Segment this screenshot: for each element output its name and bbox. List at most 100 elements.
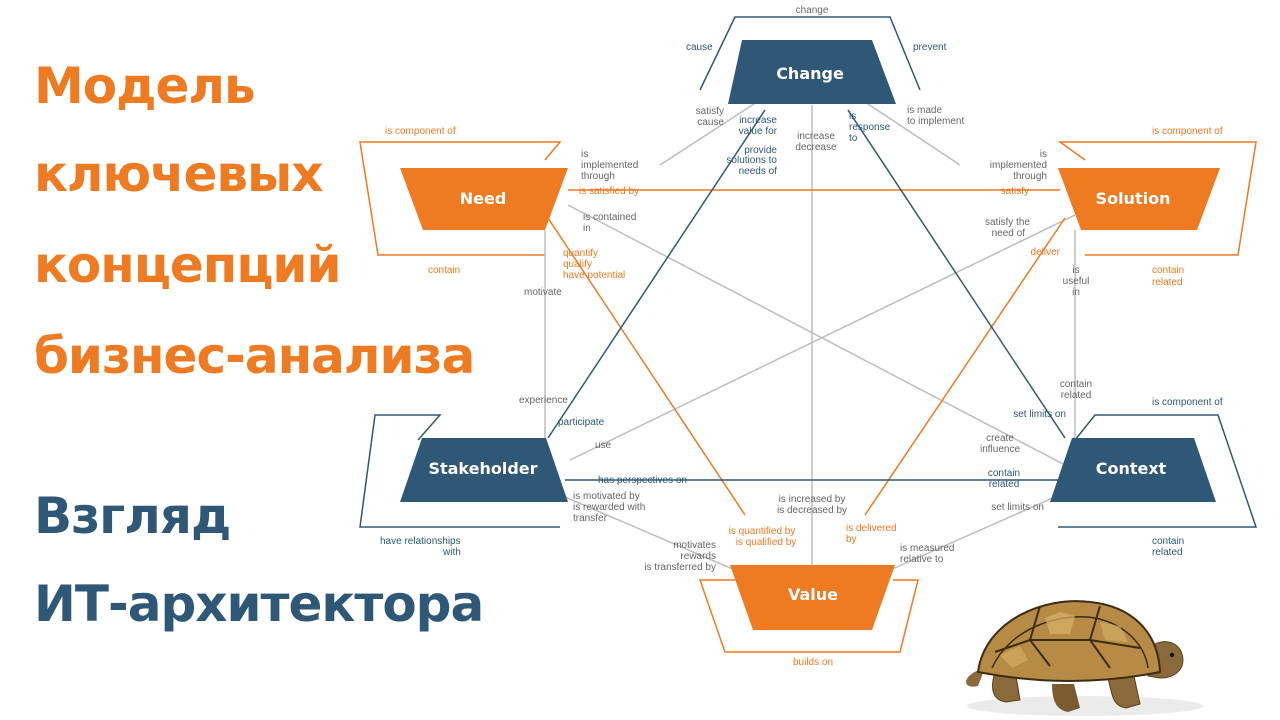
label-have-potential: have potential: [563, 270, 625, 281]
label-solution-related: related: [1152, 277, 1183, 288]
label-set-limits-top: set limits on: [1013, 409, 1066, 420]
label-useful: useful: [1063, 276, 1090, 287]
node-context[interactable]: Context: [1050, 438, 1216, 502]
line-context-value: [889, 496, 1056, 571]
node-need[interactable]: Need: [400, 168, 568, 230]
line-change-context: [847, 109, 1066, 439]
title-line-4: бизнес-анализа: [34, 327, 475, 385]
label-motivates: motivates: [673, 540, 716, 551]
label-value-builds: builds on: [793, 657, 833, 668]
line-change-need: [659, 99, 761, 166]
label-sol-through: through: [1013, 171, 1047, 182]
node-solution-label: Solution: [1096, 189, 1171, 208]
label-increase-2: increase: [797, 131, 835, 142]
node-change-label: Change: [776, 64, 844, 83]
label-is-measured: is measured: [900, 543, 954, 554]
relation-lines: [544, 99, 1076, 571]
label-useful-in: in: [1072, 287, 1080, 298]
label-create: create: [986, 433, 1014, 444]
label-is-decreased: is decreased by: [777, 505, 847, 516]
label-is-satisfied-by: is satisfied by: [579, 186, 639, 197]
title-line-2: ключевых: [34, 145, 324, 203]
label-is-increased: is increased by: [779, 494, 846, 505]
label-decrease: decrease: [795, 142, 837, 153]
label-ctx-contain: contain: [988, 468, 1020, 479]
label-satisfy-the: satisfy the: [985, 217, 1030, 228]
label-experience: experience: [519, 395, 568, 406]
label-need-is: is: [581, 149, 588, 160]
line-change-stakeholder: [547, 109, 766, 439]
node-value-label: Value: [788, 585, 838, 604]
label-to-implement: to implement: [907, 116, 964, 127]
label-has-perspectives: has perspectives on: [598, 475, 687, 486]
label-qualify: qualify: [563, 259, 592, 270]
label-influence: influence: [980, 444, 1020, 455]
node-value[interactable]: Value: [730, 565, 895, 630]
label-is-made: is made: [907, 105, 942, 116]
self-loop-labels: change cause prevent is component of con…: [380, 5, 1223, 668]
label-need-of: need of: [992, 228, 1026, 239]
label-is-transferred: is transferred by: [644, 562, 716, 573]
label-is-quantified: is quantified by: [729, 526, 796, 537]
label-is-motivated: is motivated by: [573, 491, 640, 502]
node-change[interactable]: Change: [728, 40, 896, 104]
label-is-delivered: is delivered: [846, 523, 897, 534]
subtitle-line-1: Взгляд: [34, 487, 231, 545]
stakeholder-self-loop: [359, 414, 560, 528]
label-quantify: quantify: [563, 248, 598, 259]
title-line-1: Модель: [34, 57, 256, 115]
relation-labels: satisfy cause increase value for provide…: [519, 105, 1092, 573]
label-cause-2: cause: [697, 117, 724, 128]
self-loops: [359, 16, 1258, 653]
label-provide: provide: [744, 145, 777, 156]
label-stakeholder-with: with: [442, 547, 461, 558]
label-transfer: transfer: [573, 513, 608, 524]
change-self-loop: [699, 16, 921, 91]
label-motivate: motivate: [524, 287, 562, 298]
line-stakeholder-value: [564, 496, 736, 571]
node-context-label: Context: [1096, 459, 1167, 478]
need-self-loop: [359, 141, 562, 256]
label-change-top: change: [796, 5, 829, 16]
line-solution-stakeholder: [569, 214, 1076, 461]
label-sol-is: is: [1040, 149, 1047, 160]
label-value-for: value for: [739, 126, 778, 137]
line-solution-value: [864, 217, 1066, 516]
label-solution-contain: contain: [1152, 265, 1184, 276]
node-stakeholder[interactable]: Stakeholder: [400, 438, 568, 502]
label-contain-2: contain: [1060, 379, 1092, 390]
label-to: to: [849, 133, 858, 144]
label-prevent: prevent: [913, 42, 947, 53]
label-sol-implemented: implemented: [990, 160, 1047, 171]
label-participate: participate: [558, 417, 605, 428]
tortoise-image: [966, 600, 1203, 716]
context-self-loop: [1058, 414, 1258, 528]
label-ctx-related: related: [989, 479, 1020, 490]
label-in: in: [583, 223, 591, 234]
node-stakeholder-label: Stakeholder: [428, 459, 537, 478]
label-is: is: [849, 111, 856, 122]
label-is-contained: is contained: [583, 212, 636, 223]
label-is-qualified: is qualified by: [736, 537, 797, 548]
line-need-value: [547, 217, 746, 516]
label-needs-of: needs of: [739, 166, 778, 177]
label-relative-to: relative to: [900, 554, 944, 565]
label-useful-is: is: [1072, 265, 1079, 276]
line-need-context: [567, 204, 1066, 466]
node-need-label: Need: [460, 189, 507, 208]
label-need-component: is component of: [385, 126, 456, 137]
label-solutions-to: solutions to: [726, 155, 777, 166]
label-cause: cause: [686, 42, 713, 53]
label-set-limits-bottom: set limits on: [991, 502, 1044, 513]
label-context-related: related: [1152, 547, 1183, 558]
subtitle-line-2: ИТ-архитектора: [34, 575, 484, 633]
node-solution[interactable]: Solution: [1058, 168, 1220, 230]
title-line-3: концепций: [34, 236, 341, 294]
label-rewards: rewards: [680, 551, 716, 562]
label-need-through: through: [581, 171, 615, 182]
label-increase: increase: [739, 115, 777, 126]
label-related-2: related: [1061, 390, 1092, 401]
label-use: use: [595, 440, 612, 451]
value-self-loop: [698, 579, 919, 653]
